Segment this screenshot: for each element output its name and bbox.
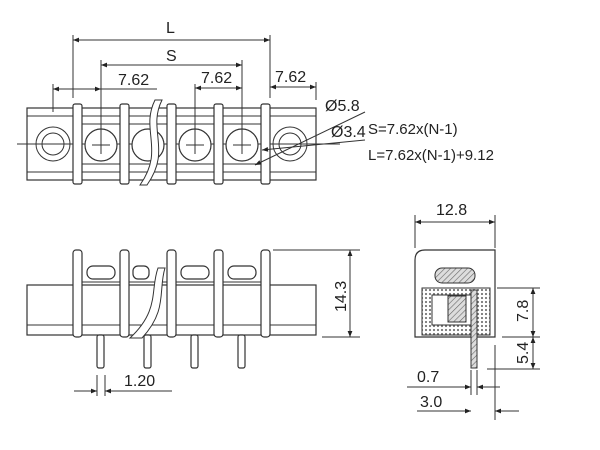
dim-pin-width: 1.20 xyxy=(124,373,155,390)
side-pin xyxy=(470,289,478,369)
side-view: 12.8 7.8 5.4 0.7 3.0 xyxy=(407,202,540,420)
side-screw xyxy=(434,267,476,284)
dim-pitch-right: 7.62 xyxy=(275,69,306,86)
dim-pitch-left: 7.62 xyxy=(118,72,149,89)
top-view: L S 7.62 7.62 7.62 Ø5.8 Ø3.4 xyxy=(17,20,366,186)
formula-s: S=7.62x(N-1) xyxy=(368,121,458,138)
dim-pin-thickness: 0.7 xyxy=(417,369,439,386)
dim-pin-length: 5.4 xyxy=(515,342,532,364)
dim-pitch-mid: 7.62 xyxy=(201,70,232,87)
screw-1 xyxy=(84,128,118,162)
formula-l: L=7.62x(N-1)+9.12 xyxy=(368,147,494,164)
front-view: 14.3 1.20 xyxy=(26,249,360,396)
dim-pin-offset: 3.0 xyxy=(420,394,442,411)
front-barriers xyxy=(72,249,271,338)
dim-hole-inner: Ø3.4 xyxy=(331,124,366,141)
screw-3 xyxy=(178,128,212,162)
pins xyxy=(96,334,246,369)
dim-height: 14.3 xyxy=(333,281,350,312)
barriers xyxy=(72,103,271,185)
dim-S: S xyxy=(166,48,177,65)
screw-2 xyxy=(131,128,165,162)
dim-side-width: 12.8 xyxy=(436,202,467,219)
dim-body-height: 7.8 xyxy=(515,300,532,322)
break-line xyxy=(139,99,163,186)
dim-hole-outer: Ø5.8 xyxy=(325,98,360,115)
dim-L: L xyxy=(166,20,175,37)
